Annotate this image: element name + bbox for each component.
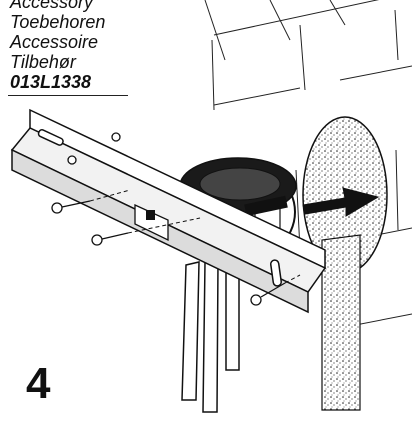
rail-clamp <box>134 203 169 242</box>
pipes <box>181 261 240 413</box>
label-english: Accessory <box>10 0 94 12</box>
accessory-labels: Accessory Toebehoren Accessoire Tilbehør… <box>10 0 105 92</box>
step-number: 4 <box>26 359 51 408</box>
alignment-lines <box>89 189 301 284</box>
leader-line <box>8 95 128 96</box>
screw-icon <box>51 132 286 306</box>
part-number: 013L1338 <box>10 72 92 92</box>
label-dutch: Toebehoren <box>10 12 106 32</box>
label-french: Accessoire <box>10 32 99 52</box>
label-norwegian: Tilbehør <box>10 52 76 72</box>
insert-arrow-icon <box>302 187 380 217</box>
